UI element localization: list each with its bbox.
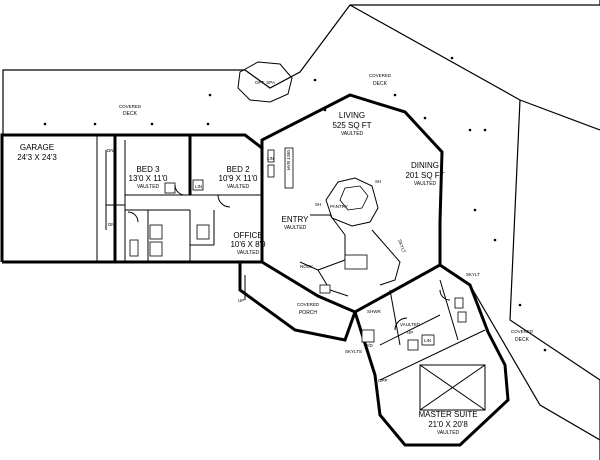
living-dim: 525 SQ FT [332,121,371,130]
skylts-label: SKYLTS [345,349,362,354]
wd-label: W/D [364,343,373,348]
lin-label: LIN [195,184,202,189]
dining-vaulted: VAULTED [414,181,437,187]
opp-label: OPP [378,378,388,383]
bed3-dim: 13'0 X 11'0 [129,174,168,183]
bed2-name: BED 2 [226,165,250,174]
office-vaulted: VAULTED [237,250,260,256]
bed3-name: BED 3 [136,165,160,174]
covered-porch-l1: COVERED [297,302,320,307]
shwr-label: SHWR [367,309,381,314]
up-label: UP [238,298,244,303]
covered-porch-l2: PORCH [299,310,317,316]
skylt-label: SKYLT [466,272,480,277]
up-label-2: UP [407,330,413,335]
wet-bar-label: WET BAR [286,150,291,171]
lin-label-2: LIN [267,156,274,161]
office-dim: 10'6 X 8'9 [230,240,266,249]
central-octagon [260,93,444,314]
dining-name: DINING [411,161,439,170]
master-wing [353,263,510,447]
covered-deck-top-l2: DECK [373,81,388,87]
lin-label-3: LIN [424,338,431,343]
master-dim: 21'0 X 20'8 [428,420,468,429]
pantry-label: PANTRY [330,204,348,209]
office-name: OFFICE [233,231,262,240]
sh-label: SH [375,179,381,184]
covered-deck-top-l1: COVERED [369,73,392,78]
bath-vaulted-label: VAULTED [400,322,421,327]
bed2-vaulted: VAULTED [227,184,250,190]
master-vaulted: VAULTED [437,430,460,436]
dining-dim: 201 SQ FT [405,171,444,180]
living-name: LIVING [339,111,365,120]
bedroom-wing [115,133,264,264]
spa-label: OPT. SPA [255,80,275,85]
skylt-label-2: SKYLT [397,239,407,254]
dn-label: DN [107,148,114,153]
covered-deck-right-l1: COVERED [511,329,534,334]
porch-area [238,260,357,342]
garage-dim: 24'3 X 24'3 [17,153,57,162]
dn-label-2: DN [108,222,115,227]
covered-deck-right-l2: DECK [515,337,530,343]
covered-deck-left-l1: COVERED [119,104,142,109]
master-name: MASTER SUITE [418,410,477,419]
spa-outline [237,61,293,103]
bed3-vaulted: VAULTED [137,184,160,190]
sh-label-2: SH [315,202,321,207]
living-vaulted: VAULTED [341,131,364,137]
bed2-dim: 10'9 X 11'0 [219,174,258,183]
entry-vaulted: VAULTED [284,225,307,231]
covered-deck-left-l2: DECK [123,111,138,117]
nook-label: NOOK [300,264,313,269]
garage-name: GARAGE [20,143,54,152]
entry-name: ENTRY [282,215,310,224]
deck-posts [43,56,547,352]
